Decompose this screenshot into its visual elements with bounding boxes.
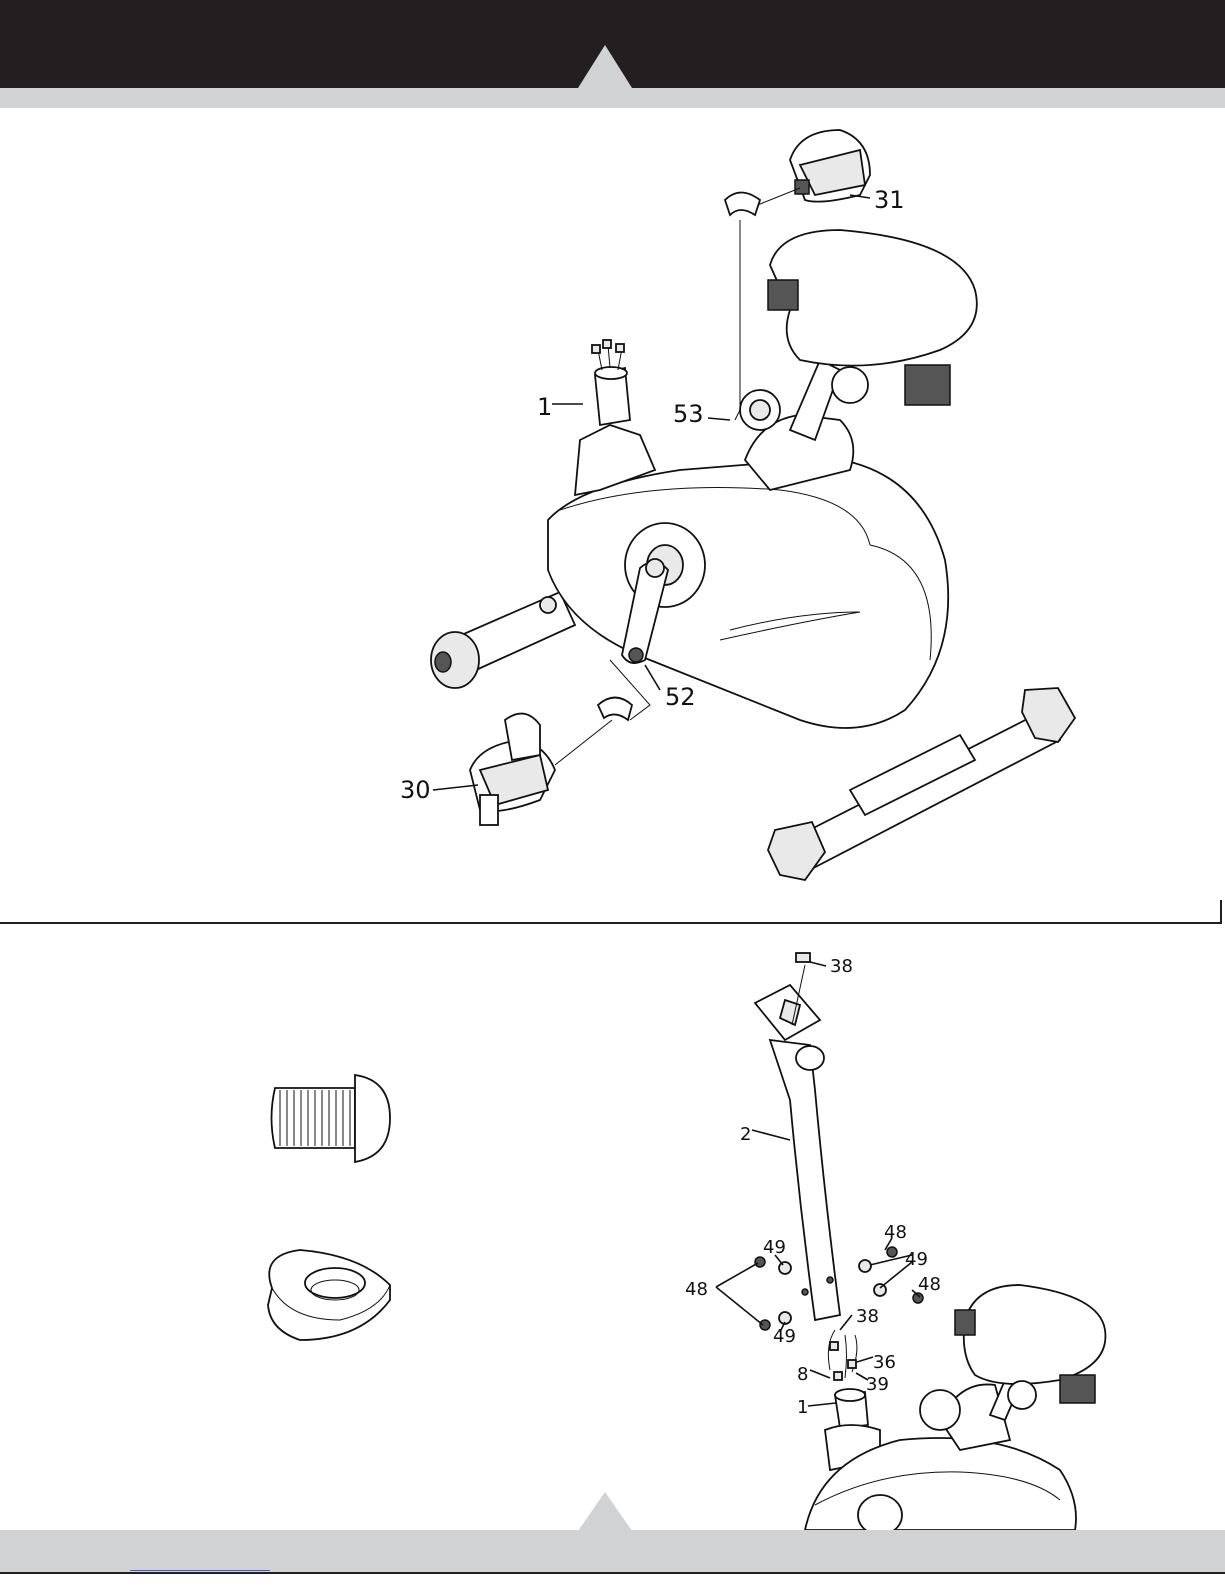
footer-link-underline[interactable]	[130, 1570, 270, 1571]
footer-line	[0, 1572, 1225, 1574]
